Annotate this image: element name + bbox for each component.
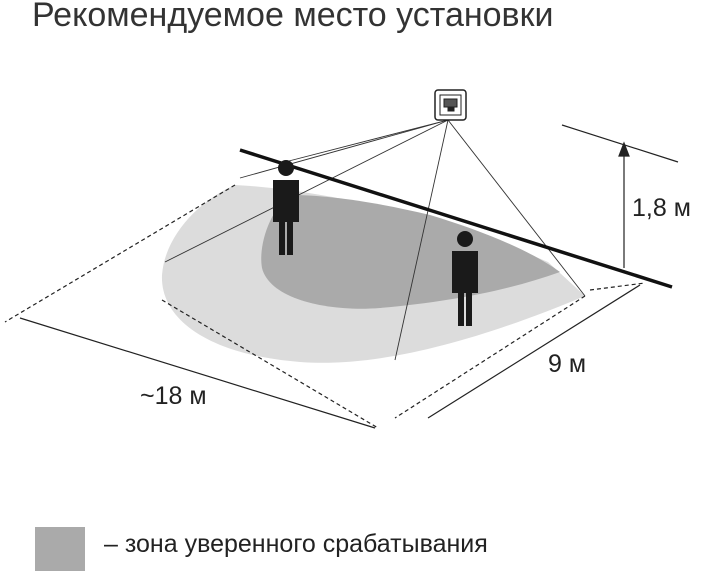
sensor-beams bbox=[164, 119, 586, 361]
width-label: 9 м bbox=[548, 350, 587, 378]
legend-swatch bbox=[35, 527, 85, 571]
person-icon bbox=[273, 160, 299, 255]
page-title: Рекомендуемое место установки bbox=[32, 0, 554, 34]
motion-sensor-icon bbox=[434, 89, 467, 121]
legend-label: – зона уверенного срабатывания bbox=[104, 530, 488, 558]
dashed-guides bbox=[4, 184, 646, 429]
person-icon bbox=[452, 231, 478, 326]
height-label: 1,8 м bbox=[632, 194, 691, 222]
dimension-lines bbox=[19, 124, 679, 429]
length-label: ~18 м bbox=[140, 382, 207, 410]
inner-detection-zone bbox=[261, 195, 560, 309]
wall-line bbox=[239, 148, 673, 289]
